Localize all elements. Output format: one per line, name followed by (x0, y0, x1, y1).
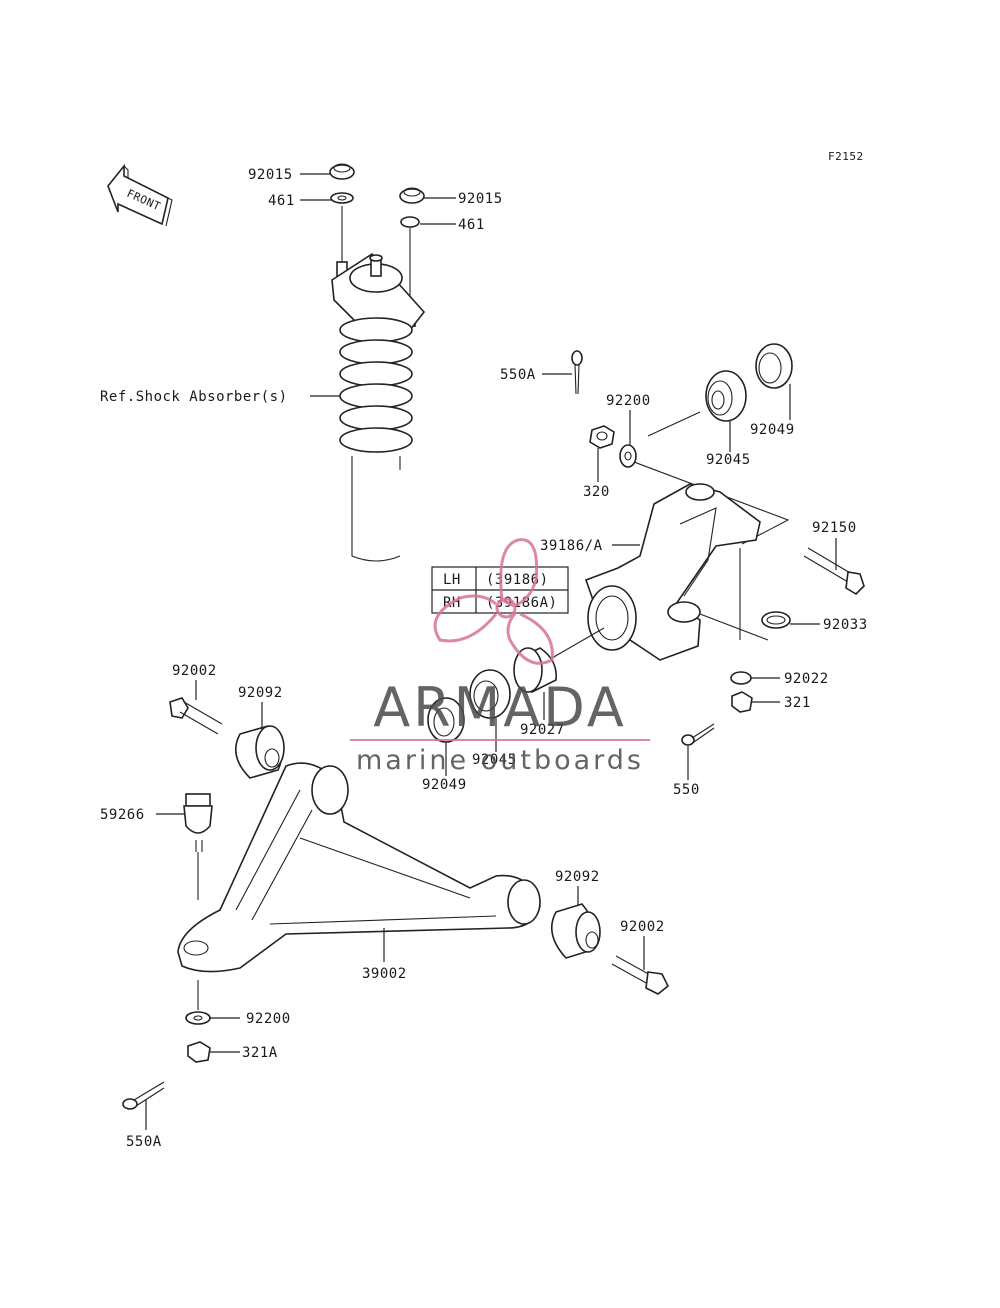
callout-92200-top: 92200 (606, 393, 651, 409)
callout-59266: 59266 (100, 807, 145, 823)
cotter-pin-550a-top (571, 350, 583, 395)
bearing-92045-top (705, 370, 747, 422)
callout-92015-a: 92015 (248, 167, 293, 183)
bolt-92150 (803, 547, 865, 596)
callout-92022: 92022 (784, 671, 829, 687)
propeller-icon (433, 538, 554, 665)
callout-92002-right: 92002 (620, 919, 665, 935)
callout-461-b: 461 (458, 217, 485, 233)
callout-92049-mid: 92049 (422, 777, 467, 793)
bolt-92002-right (611, 955, 670, 995)
cotter-pin-550 (681, 723, 715, 746)
callout-92015-b: 92015 (458, 191, 503, 207)
callout-labels: 92015 461 92015 461 Ref.Shock Absorber(s… (100, 167, 868, 1150)
side-table-lh-part: (39186) (486, 572, 549, 588)
shock-absorber (329, 163, 426, 562)
watermark-tagline: marine outboards (356, 745, 644, 776)
ball-joint-59266 (183, 793, 213, 852)
callout-92092-right: 92092 (555, 869, 600, 885)
callout-92150: 92150 (812, 520, 857, 536)
bushing-92092-right (550, 903, 601, 959)
callout-550a-bottom: 550A (126, 1134, 162, 1150)
washer-461-b (400, 216, 420, 228)
watermark-brand: ARMADA (373, 676, 627, 739)
callout-321a: 321A (242, 1045, 278, 1061)
watermark: ARMADA marine outboards (350, 538, 650, 776)
callout-39186a: 39186/A (540, 538, 603, 554)
front-arrow-icon: FRONT (107, 163, 173, 227)
callout-92033: 92033 (823, 617, 868, 633)
seal-92049-top (755, 343, 793, 389)
callout-shock-absorber: Ref.Shock Absorber(s) (100, 389, 288, 405)
callout-92049-top: 92049 (750, 422, 795, 438)
callout-92002-top: 92002 (172, 663, 217, 679)
bushing-92092-left (234, 725, 285, 779)
callout-550: 550 (673, 782, 700, 798)
leader-lines (145, 173, 837, 1130)
callout-92027: 92027 (520, 722, 565, 738)
callout-39002: 39002 (362, 966, 407, 982)
knuckle-assembly (427, 343, 865, 746)
washer-461-a (330, 192, 354, 204)
nut-92015-b (399, 187, 425, 204)
lower-arm-assembly (122, 697, 670, 1110)
callout-461-a: 461 (268, 193, 295, 209)
callout-92092-top: 92092 (238, 685, 283, 701)
bearing-92045-mid (469, 669, 511, 719)
callout-550a-top: 550A (500, 367, 536, 383)
figure-code: F2152 (828, 150, 864, 163)
bolt-92002-left (169, 697, 223, 735)
callout-92200-bottom: 92200 (246, 1011, 291, 1027)
callout-92045-mid: 92045 (472, 752, 517, 768)
circlip-92033 (761, 611, 791, 629)
nut-320 (589, 425, 615, 449)
callout-320: 320 (583, 484, 610, 500)
callout-321: 321 (784, 695, 811, 711)
side-table-lh: LH (443, 572, 461, 588)
nut-92015-a (329, 163, 355, 180)
cotter-pin-550a-bottom (122, 1081, 165, 1110)
callout-92045-top: 92045 (706, 452, 751, 468)
